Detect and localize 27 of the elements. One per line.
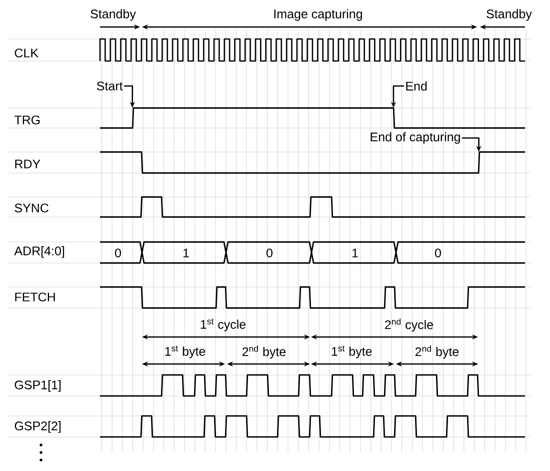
bus-value: 1	[183, 248, 189, 258]
annotation-text: End of capturing	[370, 132, 460, 144]
byte-label: 2$^{nd}$ byte	[415, 345, 459, 359]
bus-value: 1	[352, 248, 358, 258]
byte-label: 1$^{st}$ byte	[332, 346, 372, 358]
signal-label: GSP2[2]	[14, 421, 61, 433]
signal-label: TRG	[14, 116, 40, 124]
phase-label: Standby	[90, 9, 136, 21]
byte-label: 2$^{nd}$ byte	[242, 345, 286, 359]
bus-value: 0	[115, 248, 121, 258]
signal-label: FETCH	[15, 292, 55, 302]
signal-label: RDY	[15, 160, 40, 168]
byte-label: 1$^{st}$ byte	[165, 346, 206, 358]
signal-label: ADR[4:0]	[14, 246, 64, 258]
bus-value: 0	[266, 248, 272, 258]
signal-label: CLK	[14, 48, 38, 58]
signal-label: GSP1[1]	[14, 380, 61, 392]
cycle-label: 2$^{nd}$ cycle	[385, 318, 433, 332]
phase-label: Image capturing	[274, 9, 362, 21]
waveform	[100, 107, 525, 129]
cycle-label: 1$^{st}$ cycle	[200, 318, 246, 332]
annotation-text: Start	[96, 82, 123, 90]
signal-label: SYNC	[14, 204, 48, 212]
phase-label: Standby	[486, 9, 532, 21]
bus-value: 0	[435, 248, 441, 258]
waveform	[100, 151, 525, 174]
annotation-text: End	[406, 81, 427, 91]
